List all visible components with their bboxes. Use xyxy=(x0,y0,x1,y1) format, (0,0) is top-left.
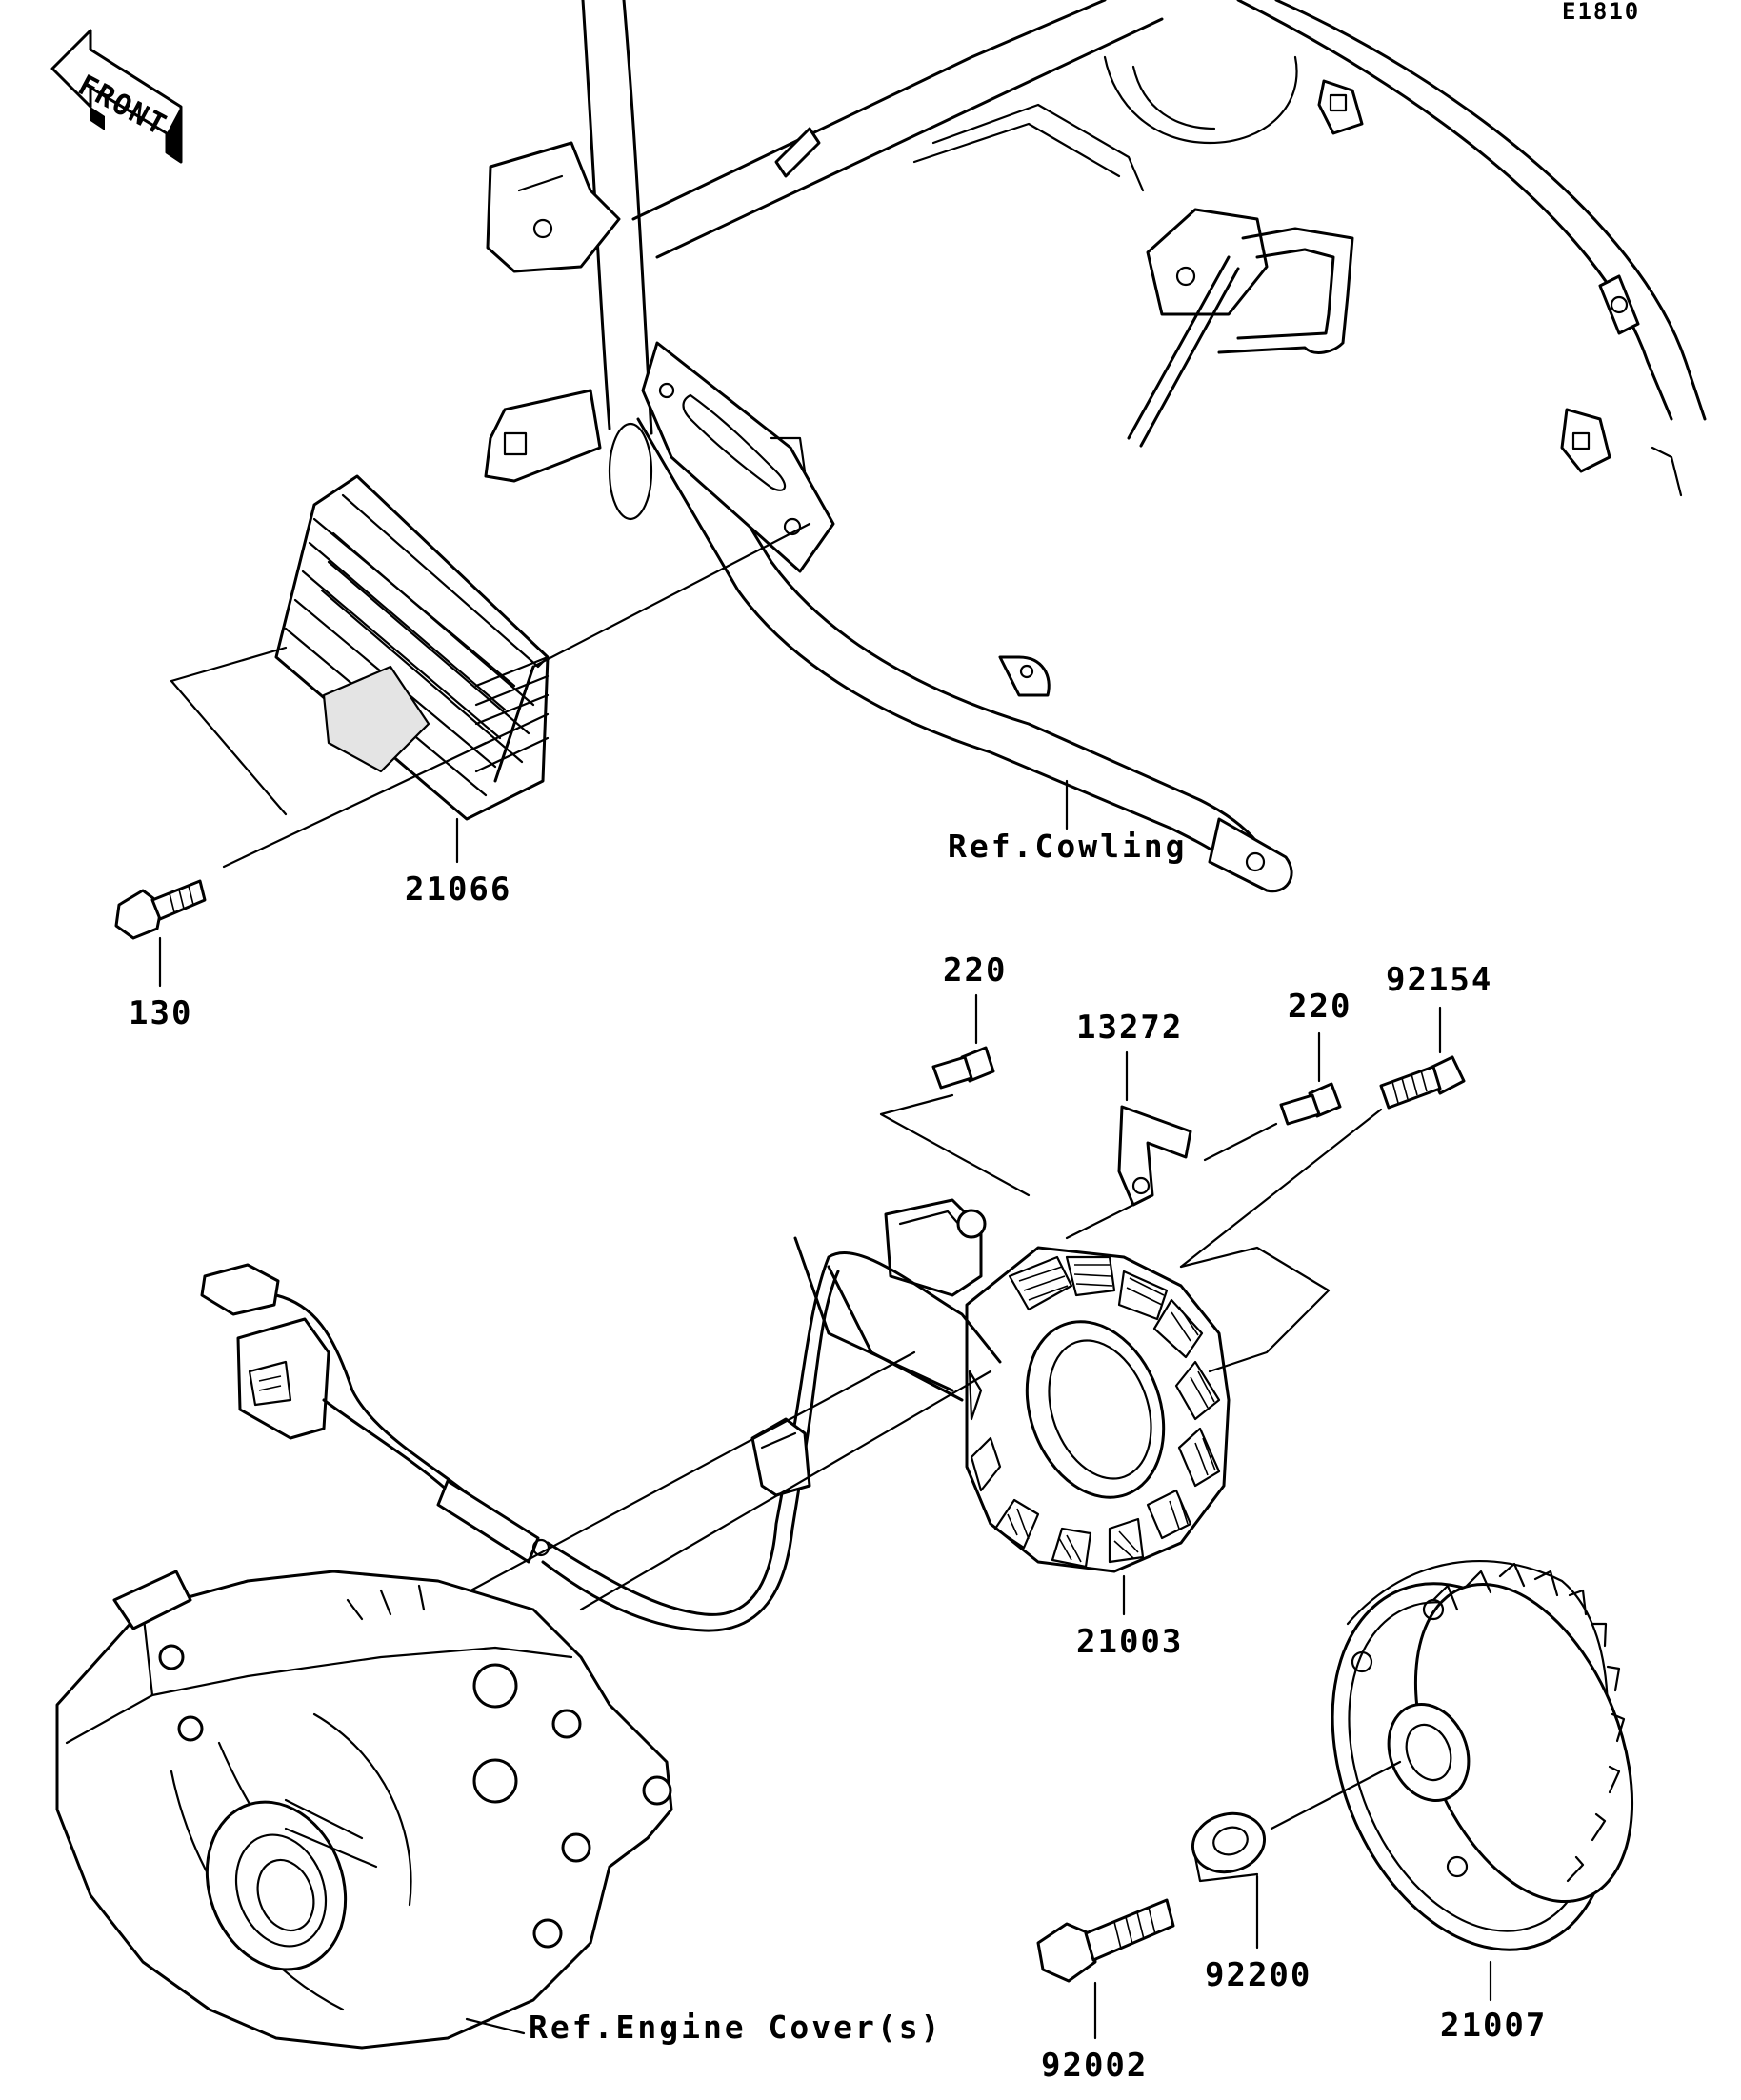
stator-coil xyxy=(884,1198,1231,1573)
engine-cover xyxy=(55,1570,673,2050)
bolt-92002-icon xyxy=(1036,1898,1175,1983)
clamp-to-stator xyxy=(1065,1203,1135,1240)
part-13272-label: 13272 xyxy=(1076,1009,1183,1047)
part-92200-label: 92200 xyxy=(1205,1956,1311,1994)
rotor-flywheel xyxy=(1331,1560,1634,1951)
bolt-92154-icon xyxy=(1379,1055,1466,1110)
washer-92200-icon xyxy=(1191,1811,1267,1883)
front-arrow-icon: FRONT xyxy=(50,29,183,164)
ref-engine-cover-label: Ref.Engine Cover(s) xyxy=(529,2009,943,2046)
part-130-label: 130 xyxy=(129,994,192,1032)
part-21007-label: 21007 xyxy=(1440,2007,1547,2045)
wiring-harness xyxy=(200,1236,1002,1632)
regulator-bolt-leader xyxy=(222,741,488,869)
bolt-220-right-icon xyxy=(1279,1082,1342,1126)
part-92154-label: 92154 xyxy=(1386,961,1492,999)
bolt-220-right-to-stator xyxy=(1203,1122,1278,1162)
regulator-leaders xyxy=(170,522,811,816)
bolt-220-left-icon xyxy=(931,1046,995,1090)
bolt-130-icon xyxy=(114,879,207,940)
frame-assembly xyxy=(484,0,1707,893)
clamp-13272-icon xyxy=(1117,1105,1192,1207)
stator-alignment-lines xyxy=(1179,1246,1331,1373)
part-21003-label: 21003 xyxy=(1076,1623,1183,1661)
harness-alignment-lines xyxy=(460,1350,992,1611)
part-220-right-label: 220 xyxy=(1288,988,1351,1026)
part-220-left-label: 220 xyxy=(943,951,1007,990)
engine-cover-leader xyxy=(465,2017,526,2035)
ref-cowling-label: Ref.Cowling xyxy=(948,828,1188,865)
bolt-220-left-to-stator xyxy=(879,1093,1031,1197)
part-92002-label: 92002 xyxy=(1041,2047,1148,2085)
washer-to-rotor xyxy=(1270,1760,1402,1830)
bolt-92154-to-stator xyxy=(1179,1108,1383,1269)
regulator-rectifier xyxy=(274,474,550,821)
part-21066-label: 21066 xyxy=(405,870,511,909)
diagram-code: E1810 xyxy=(1562,0,1640,25)
